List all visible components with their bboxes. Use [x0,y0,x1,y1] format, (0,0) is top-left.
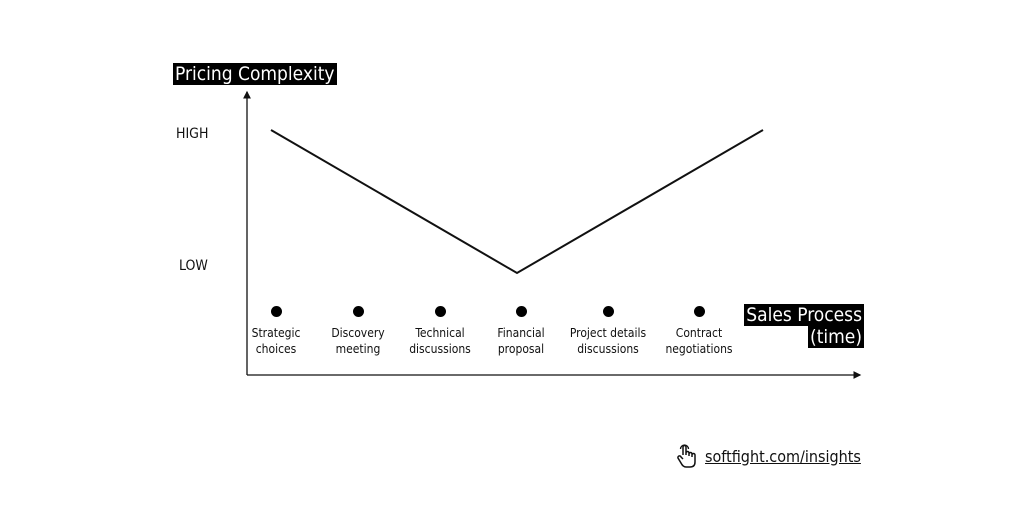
stage-label: Technical discussions [385,325,495,357]
stage-dot [270,306,282,317]
stage-label-line: discussions [409,342,471,356]
stage-label-line: Contract [675,326,723,340]
stage-label-line: choices [255,342,297,356]
stage-dot [352,306,364,317]
stage-label-line: discussions [577,342,639,356]
level-high: HIGH [176,126,209,142]
y-axis-title: Pricing Complexity [173,63,337,85]
stage-dot [693,306,705,317]
complexity-line [270,129,764,275]
stage-label: Project details discussions [553,325,663,357]
x-axis-title-line2: (time) [808,326,864,348]
stage-dot [602,306,614,317]
stage-label-line: proposal [497,342,545,356]
level-low: LOW [179,258,208,274]
stage-label-line: Project details [569,326,647,340]
x-axis-title: Sales Process (time) [744,304,864,348]
stage-label-line: Technical [415,326,465,340]
softfight-insights-link[interactable]: softfight.com/insights [705,446,861,466]
x-axis-title-line1: Sales Process [744,304,864,326]
stage-dot [434,306,446,317]
stage-label: Strategic choices [221,325,331,357]
stage-label-line: meeting [335,342,381,356]
stage-label-line: negotiations [665,342,733,356]
stage-label: Discovery meeting [303,325,413,357]
pointer-hand-icon [677,444,696,468]
footer-link[interactable]: softfight.com/insights [677,443,861,469]
stage-label-line: Discovery [331,326,385,340]
stage-label: Contract negotiations [644,325,754,357]
stage-label: Financial proposal [466,325,576,357]
stage-label-line: Strategic [251,326,301,340]
stage-label-line: Financial [497,326,545,340]
stage-dot [515,306,527,317]
